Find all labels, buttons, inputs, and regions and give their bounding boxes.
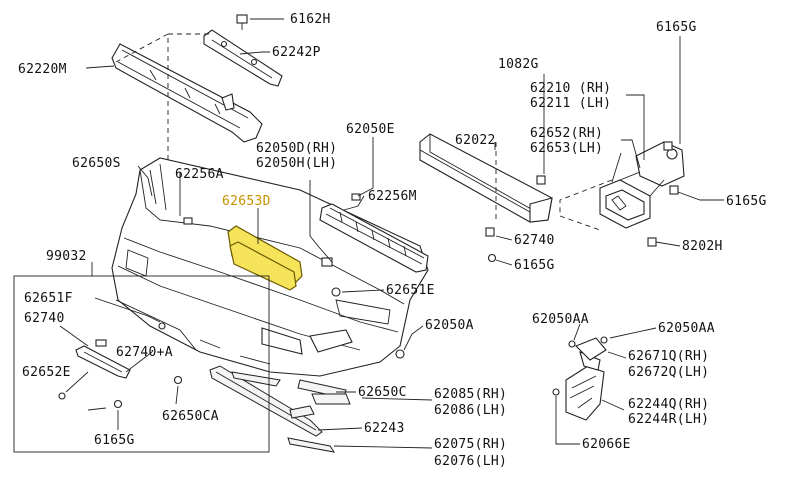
part-62256m-grille (319, 203, 429, 273)
label-62651f: 62651F (24, 291, 73, 306)
part-62220m-reinforcement (111, 43, 263, 143)
label-62211-lh: 62211 (LH) (530, 96, 611, 111)
part-62652e-retainer (75, 345, 131, 379)
label-62653-lh: 62653(LH) (530, 141, 603, 156)
label-62650ca: 62650CA (162, 409, 219, 424)
label-62210-rh: 62210 (RH) (530, 81, 611, 96)
label-62066e: 62066E (582, 437, 631, 452)
fasteners (58, 141, 679, 409)
label-62220m: 62220M (18, 62, 67, 77)
leader-lines (59, 18, 724, 449)
label-62650s: 62650S (72, 156, 121, 171)
label-62050e: 62050E (346, 122, 395, 137)
part-62242p-bracket (203, 29, 283, 87)
label-62075-rh: 62075(RH) (434, 437, 507, 452)
label-62244q-rh: 62244Q(RH) (628, 397, 709, 412)
label-6165g-right: 6165G (726, 194, 767, 209)
label-62651e: 62651E (386, 283, 435, 298)
label-62740a: 62740+A (116, 345, 173, 360)
label-99032: 99032 (46, 249, 87, 264)
part-62075-lower-strip (287, 437, 336, 453)
label-62672q-lh: 62672Q(LH) (628, 365, 709, 380)
label-62650c: 62650C (358, 385, 407, 400)
label-62256a: 62256A (175, 167, 224, 182)
label-62050aa-1: 62050AA (532, 312, 589, 327)
label-62740-mid: 62740 (514, 233, 555, 248)
label-62653d: 62653D (222, 194, 271, 209)
label-62050a: 62050A (425, 318, 474, 333)
part-62210-bracket (599, 141, 685, 229)
label-62242p: 62242P (272, 45, 321, 60)
part-62653d-highlighted (227, 225, 303, 291)
guide-line-right (559, 179, 613, 231)
detail-box-99032 (13, 275, 270, 453)
label-62652-rh: 62652(RH) (530, 126, 603, 141)
label-6165g-bottom: 6165G (94, 433, 135, 448)
part-62671q-bracket (575, 337, 607, 361)
label-1082g: 1082G (498, 57, 539, 72)
label-62085-rh: 62085(RH) (434, 387, 507, 402)
label-62076-lh: 62076(LH) (434, 454, 507, 469)
part-62085-side-strip (289, 393, 351, 419)
label-6165g-top: 6165G (656, 20, 697, 35)
label-6165g-mid: 6165G (514, 258, 555, 273)
part-62022-beam (419, 133, 553, 223)
label-62652e: 62652E (22, 365, 71, 380)
label-6162h: 6162H (290, 12, 331, 27)
label-62256m: 62256M (368, 189, 417, 204)
part-6162h-clip (236, 14, 248, 30)
label-62050h-lh: 62050H(LH) (256, 156, 337, 171)
label-62050d-rh: 62050D(RH) (256, 141, 337, 156)
label-62086-lh: 62086(LH) (434, 403, 507, 418)
label-62671q-rh: 62671Q(RH) (628, 349, 709, 364)
label-62740-left: 62740 (24, 311, 65, 326)
part-62244q-bracket (565, 351, 605, 421)
label-62050aa-2: 62050AA (658, 321, 715, 336)
label-62243: 62243 (364, 421, 405, 436)
label-62022: 62022 (455, 133, 496, 148)
label-62244r-lh: 62244R(LH) (628, 412, 709, 427)
label-8202h: 8202H (682, 239, 723, 254)
